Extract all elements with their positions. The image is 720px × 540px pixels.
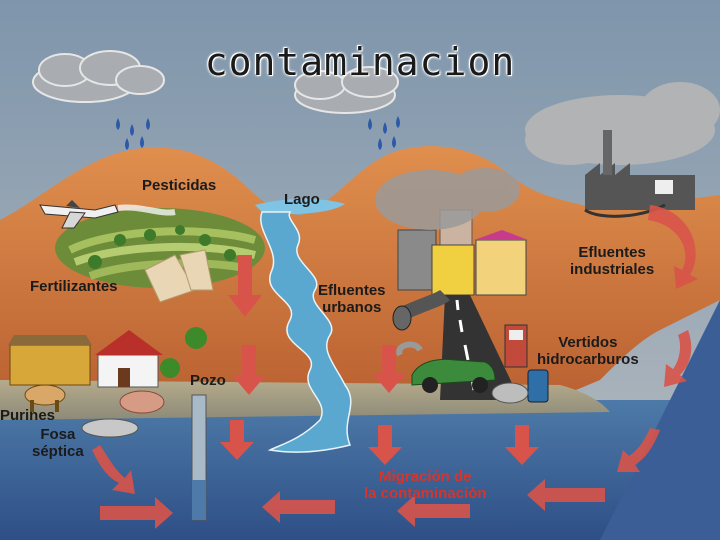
fertilizer-bags bbox=[144, 249, 214, 303]
tree-icon bbox=[160, 327, 207, 378]
label-fertilizantes: Fertilizantes bbox=[30, 278, 118, 295]
cloud-icon bbox=[294, 66, 399, 114]
river bbox=[260, 211, 352, 453]
page-title: contaminacion bbox=[204, 40, 516, 84]
cloud-icon bbox=[32, 50, 165, 103]
label-efluentes-industriales-line-2: industriales bbox=[570, 261, 655, 278]
cow-icon bbox=[24, 384, 66, 412]
label-migracion: Migración de la contaminación bbox=[364, 468, 487, 502]
fuel-pump-icon bbox=[504, 324, 528, 368]
label-efluentes-urbanos: Efluentes urbanos bbox=[318, 282, 386, 316]
label-fosa-septica: Fosa séptica bbox=[32, 426, 84, 460]
pipe-icon bbox=[392, 289, 450, 331]
barrel-icon bbox=[491, 369, 549, 404]
label-fosa-septica-line-1: Fosa bbox=[40, 426, 76, 443]
label-vertidos-hidrocarburos-line-1: Vertidos bbox=[558, 334, 618, 351]
label-purines: Purines bbox=[0, 407, 56, 424]
label-vertidos-hidrocarburos: Vertidos hidrocarburos bbox=[537, 334, 639, 368]
right-slope-water bbox=[600, 300, 720, 540]
label-lago: Lago bbox=[284, 191, 320, 208]
label-migracion-line-1: Migración de bbox=[379, 468, 472, 485]
tree-icon bbox=[88, 225, 236, 269]
label-vertidos-hidrocarburos-line-2: hidrocarburos bbox=[537, 351, 639, 368]
migration-arrows bbox=[92, 205, 698, 529]
septic-tank-icon bbox=[81, 418, 139, 438]
label-pesticidas: Pesticidas bbox=[142, 177, 217, 194]
label-efluentes-urbanos-line-2: urbanos bbox=[322, 299, 382, 316]
label-migracion-line-2: la contaminación bbox=[364, 485, 487, 502]
farmhouse-icon bbox=[95, 330, 163, 388]
pig-icon bbox=[119, 390, 165, 414]
label-efluentes-industriales: Efluentes industriales bbox=[570, 244, 654, 278]
airplane-icon bbox=[39, 200, 176, 229]
barn-icon bbox=[8, 335, 92, 386]
factory-icon bbox=[584, 130, 695, 218]
lake bbox=[255, 198, 345, 214]
well-icon bbox=[191, 394, 207, 521]
contamination-arrows bbox=[220, 255, 539, 465]
label-efluentes-industriales-line-1: Efluentes bbox=[578, 244, 646, 261]
label-fosa-septica-line-2: séptica bbox=[32, 443, 84, 460]
label-pozo: Pozo bbox=[190, 372, 226, 389]
smoke-cloud bbox=[375, 168, 520, 230]
cloud-icon bbox=[525, 82, 720, 165]
rain-icon bbox=[116, 118, 150, 150]
label-efluentes-urbanos-line-1: Efluentes bbox=[318, 282, 386, 299]
rain-icon bbox=[368, 116, 400, 150]
car-icon bbox=[396, 341, 496, 393]
